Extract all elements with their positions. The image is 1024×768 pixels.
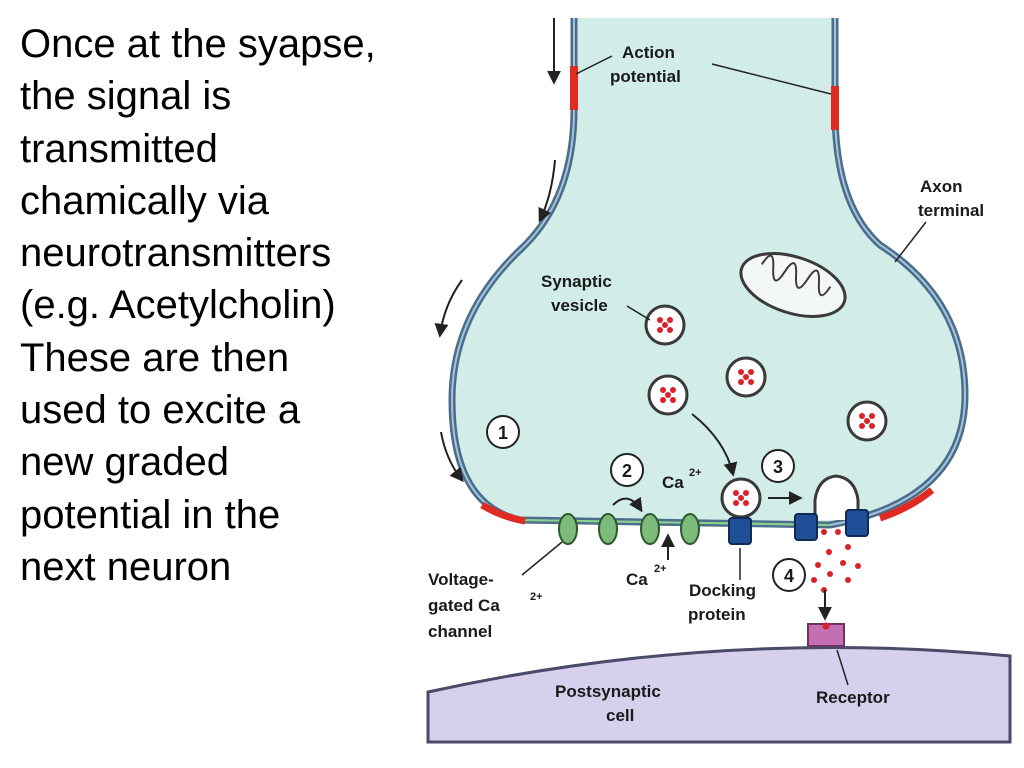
label-ca-outside: Ca [626,570,648,589]
step-marker-2: 2 [610,453,644,487]
synaptic-vesicle [644,304,686,346]
action-potential-marks [480,66,935,525]
label-voltage-gated-line1: Voltage- [428,570,494,589]
label-action-potential-line1: Action [622,43,675,62]
mitochondrion [739,252,847,318]
svg-text:4: 4 [784,566,794,586]
label-postsynaptic-cell-line1: Postsynaptic [555,682,661,701]
synaptic-vesicle [647,374,689,416]
process-arrows [612,413,832,621]
voltage-gated-ca-channel [558,513,700,545]
propagation-arrows [434,18,561,483]
synaptic-vesicle [846,400,888,442]
receptor [807,622,845,647]
svg-text:1: 1 [498,423,508,443]
body-line: (e.g. Acetylcholin) [20,283,336,328]
body-line: These are then [20,335,290,380]
leader-lines [521,55,927,686]
body-line: transmitted [20,126,218,171]
step-marker-4: 4 [772,558,806,592]
axon-terminal [448,18,969,529]
docking-protein [728,509,869,545]
body-line: used to excite a [20,388,301,433]
label-synaptic-vesicle-line2: vesicle [551,296,608,315]
body-line: chamically via [20,178,269,223]
label-docking-protein-line2: protein [688,605,746,624]
body-line: Once at the syapse, [20,22,376,66]
label-docking-protein-line1: Docking [689,581,756,600]
svg-text:2: 2 [622,461,632,481]
label-axon-terminal-line1: Axon [920,177,963,196]
label-axon-terminal-line2: terminal [918,201,984,220]
step-marker-1: 1 [486,415,520,449]
body-line: potential in the [20,492,281,537]
label-ca-inside-charge: 2+ [689,467,702,479]
body-line: new graded [20,440,230,485]
label-action-potential-line2: potential [610,67,681,86]
label-voltage-gated-charge: 2+ [530,591,543,603]
label-voltage-gated-line2: gated Ca [428,596,500,615]
label-ca-inside: Ca [662,473,684,492]
released-neurotransmitter [811,529,861,593]
label-receptor: Receptor [816,688,890,707]
body-line: next neuron [20,544,232,589]
label-postsynaptic-cell-line2: cell [606,706,634,725]
postsynaptic-cell [426,646,1012,744]
body-line: the signal is [20,74,232,119]
label-ca-outside-charge: 2+ [654,563,667,575]
docked-vesicle [720,477,762,519]
label-voltage-gated-line3: channel [428,622,492,641]
body-line: neurotransmitters [20,231,332,276]
slide-body-text: Once at the syapse, the signal is transm… [20,18,425,593]
svg-text:3: 3 [773,457,783,477]
fusing-vesicle [813,474,860,520]
label-synaptic-vesicle-line1: Synaptic [541,272,612,291]
synaptic-vesicle [725,356,767,398]
step-marker-3: 3 [761,449,795,483]
